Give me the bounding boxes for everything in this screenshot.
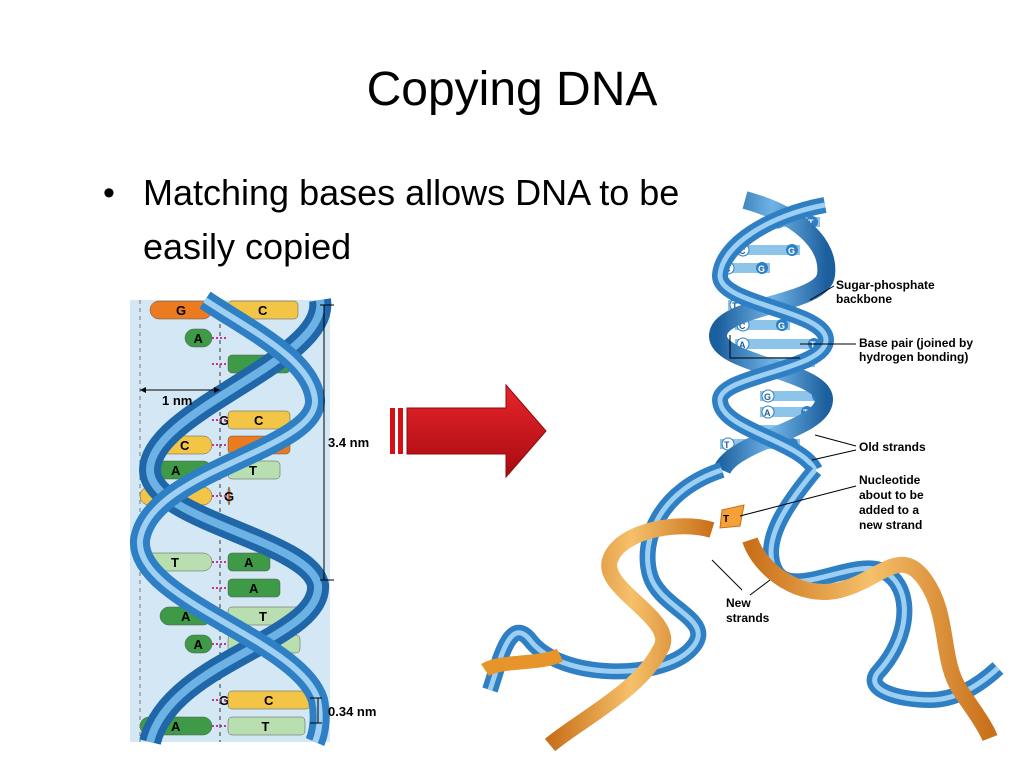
nucleotide-label: Nucleotide about to be added to a new st… (859, 473, 924, 532)
backbone-label-line-1: Sugar-phosphate (836, 278, 935, 292)
old-strands-pointer-1 (814, 434, 857, 447)
right-base-block (227, 486, 231, 506)
right-base-letter: G (224, 489, 234, 504)
rung-base-right (756, 262, 768, 274)
left-base-pair: A (184, 328, 228, 348)
nucleotide-label-line-1: Nucleotide (859, 473, 921, 487)
parental-strand-2-highlight (717, 202, 829, 472)
left-new-strand-tail (481, 648, 564, 677)
right-daughter-old-highlight (768, 468, 1000, 703)
rung-bar (760, 407, 815, 417)
new-strands-label-line-1: New (726, 596, 751, 610)
nucleotide-label-line-2: about to be (859, 488, 924, 502)
width-arrow-right (214, 387, 220, 393)
right-base-letter: C (254, 413, 264, 428)
arrow-stripe-1 (390, 408, 395, 454)
rung-letter-left: A (764, 408, 771, 418)
rung-bar (735, 339, 822, 349)
left-daughter-new-strand (544, 518, 715, 752)
left-base-letter: A (181, 609, 191, 624)
left-base-letter: G (176, 303, 186, 318)
base-pair-label: Base pair (joined by hydrogen bonding) (859, 336, 973, 364)
left-base-letter: A (194, 331, 204, 346)
new-strands-pointer-1 (711, 559, 743, 591)
base-pair-bracket (729, 335, 800, 359)
free-nucleotide-base: T (723, 514, 729, 525)
old-strands-pointer-2 (811, 449, 857, 461)
right-base-letter: T (249, 463, 257, 478)
rung-letter-right: T (810, 340, 816, 350)
new-strands-pointer-2 (749, 579, 771, 596)
rung-bar (720, 263, 770, 273)
left-base-letter: A (171, 719, 181, 734)
rung-letter-left: T (724, 440, 730, 450)
right-base-letter: C (264, 693, 274, 708)
base-pair-label-line-2: hydrogen bonding) (859, 350, 968, 364)
rung-base-right (776, 319, 788, 331)
left-base-letter: A (171, 463, 181, 478)
rung-letter-right: G (788, 246, 795, 256)
rung-letter-right: G (758, 264, 765, 274)
bullet-text: Matching bases allows DNA to be easily c… (143, 172, 680, 267)
nucleotide-label-line-3: added to a (859, 503, 919, 517)
new-strands-label: New strands (726, 596, 770, 625)
right-daughter-new-strand (742, 537, 998, 742)
left-base-pair: GC (212, 410, 291, 430)
rung-base-left (761, 405, 775, 419)
base-pair-label-line-1: Base pair (joined by (859, 336, 973, 350)
left-base-pair: GC (212, 690, 311, 710)
left-base-letter: T (171, 555, 179, 570)
right-base-letter: T (262, 719, 270, 734)
free-nucleotide-sugar (719, 504, 745, 529)
rung-base-right (786, 244, 798, 256)
arrow-body (406, 383, 547, 479)
slide-title: Copying DNA (366, 63, 658, 116)
rung-letter-left: G (764, 392, 771, 402)
right-base-letter: A (244, 555, 254, 570)
left-base-letter: A (194, 637, 204, 652)
new-strands-label-line-2: strands (726, 611, 770, 625)
rung-bar (735, 245, 800, 255)
right-base-block (227, 410, 291, 430)
width-arrow-left (140, 387, 146, 393)
arrow-stripe-2 (398, 408, 403, 454)
right-base-block (227, 716, 306, 736)
rung-base-left (761, 389, 775, 403)
left-helix-diagram: GCAAGCCGATCGTAAATATGCAT 1 nm 3.4 nm 0.34… (130, 291, 376, 746)
nucleotide-pointer (739, 485, 857, 517)
backbone-label-line-2: backbone (836, 292, 892, 306)
left-backbone-highlight-1 (145, 299, 325, 744)
right-base-block (227, 552, 271, 572)
replication-arrow (390, 383, 547, 479)
left-base-letter: C (180, 438, 190, 453)
parental-strand-1 (709, 191, 836, 475)
width-label: 1 nm (162, 393, 192, 408)
right-base-letter: T (259, 609, 267, 624)
old-strands-label: Old strands (859, 440, 926, 454)
rung-letter-left: A (739, 340, 746, 350)
pitch-label: 3.4 nm (328, 435, 369, 450)
free-nucleotide: T (719, 504, 745, 529)
rung-letter-left: T (732, 301, 738, 311)
right-base-block (227, 578, 281, 598)
right-base-letter: C (258, 303, 268, 318)
backbone-label: Sugar-phosphate backbone (836, 278, 935, 306)
rung-bar (735, 320, 790, 330)
rung-bar (760, 391, 826, 401)
rung-letter-left: C (739, 246, 746, 256)
bullet-icon: • (103, 174, 115, 212)
rung-letter-right: G (778, 321, 785, 331)
rise-label: 0.34 nm (328, 704, 376, 719)
right-base-letter: A (249, 581, 259, 596)
backbone-pointer (809, 285, 835, 301)
rung-letter-left: C (739, 321, 746, 331)
nucleotide-label-line-4: new strand (859, 518, 922, 532)
